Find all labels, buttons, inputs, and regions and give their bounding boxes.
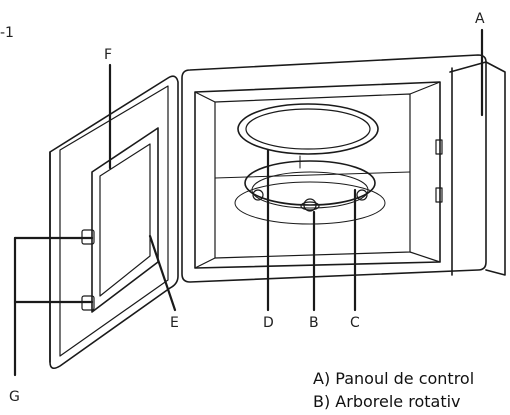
callout-f: F <box>104 47 113 63</box>
callout-b: B <box>309 315 319 331</box>
roller-ring <box>234 160 386 225</box>
callout-c: C <box>350 315 360 331</box>
callout-e: E <box>170 315 179 331</box>
figure-number: -1 <box>0 25 14 41</box>
callout-a: A <box>475 11 485 27</box>
turntable-tray <box>237 103 379 169</box>
microwave-cabinet <box>181 54 506 283</box>
microwave-door <box>49 75 179 370</box>
callout-d: D <box>263 315 274 331</box>
callout-lines <box>13 28 484 377</box>
callout-g: G <box>9 389 20 405</box>
legend-item-b: B) Arborele rotativ <box>313 392 461 411</box>
legend-item-a: A) Panoul de control <box>313 369 475 388</box>
oven-cavity <box>194 81 443 269</box>
